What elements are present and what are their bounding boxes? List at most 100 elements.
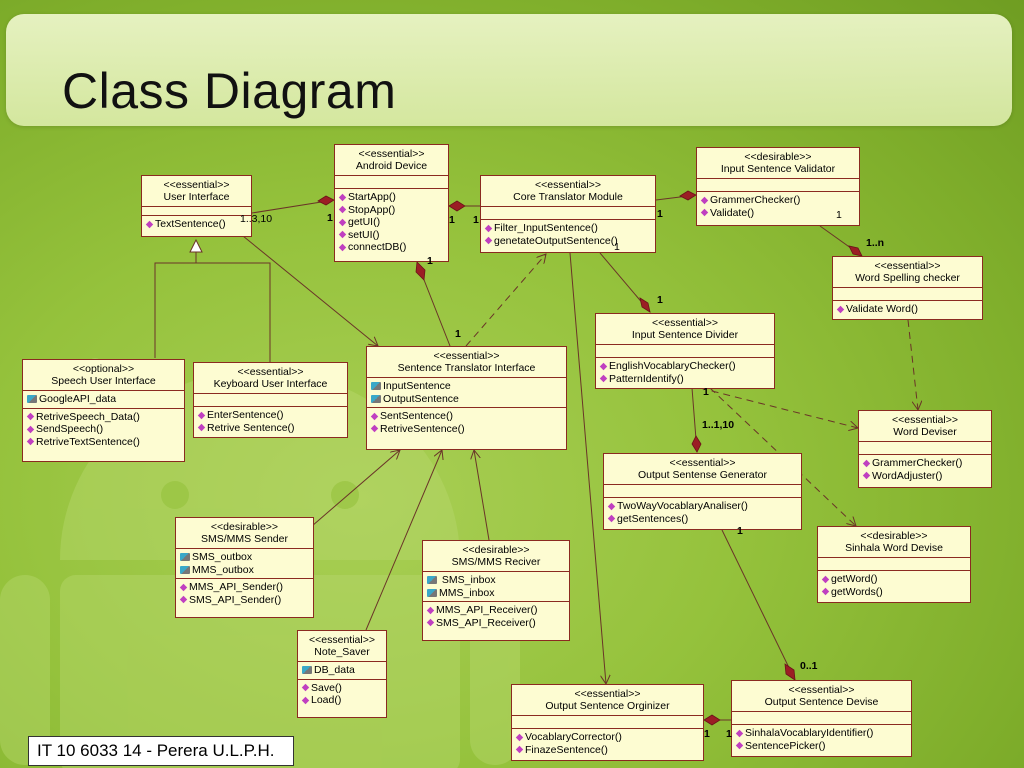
- attribute: MMS_inbox: [427, 587, 565, 600]
- method: EnterSentence(): [197, 409, 343, 422]
- link-notesaver-translator: [365, 450, 442, 631]
- method-icon: [26, 413, 35, 421]
- method: SendSpeech(): [26, 423, 180, 436]
- generalization-lines: [154, 262, 271, 362]
- attribute: SMS_inbox: [427, 574, 565, 587]
- link-generator-devise: [721, 529, 796, 681]
- methods-section: VocablaryCorrector() FinazeSentence(): [512, 729, 703, 758]
- link-sender-translator: [311, 450, 400, 527]
- multiplicity-label: 1: [704, 728, 710, 740]
- method-icon: [515, 746, 524, 754]
- method: Retrive Sentence(): [197, 422, 343, 435]
- multiplicity-label: 1: [703, 386, 709, 398]
- method: SentencePicker(): [735, 740, 907, 753]
- multiplicity-label: 1: [657, 294, 663, 306]
- class-word-spelling-checker[interactable]: <<essential>>Word Spelling checker Valid…: [832, 256, 983, 320]
- dep-divider-deviser: [699, 387, 858, 428]
- class-name: SMS/MMS Sender: [201, 533, 288, 545]
- method-icon: [426, 606, 435, 614]
- method: GrammerChecker(): [700, 194, 855, 207]
- method: WordAdjuster(): [862, 470, 987, 483]
- methods-section: MMS_API_Sender() SMS_API_Sender(): [176, 579, 313, 608]
- attributes-section: InputSentence OutputSentence: [367, 378, 566, 408]
- attributes-section: [596, 345, 774, 358]
- stereotype: <<optional>>: [72, 363, 135, 375]
- class-keyboard-user-interface[interactable]: <<essential>>Keyboard User Interface Ent…: [193, 362, 348, 438]
- method-icon: [338, 206, 347, 214]
- class-sms-mms-reciver[interactable]: <<desirable>>SMS/MMS Reciver SMS_inbox M…: [422, 540, 570, 641]
- class-name: Output Sentence Devise: [764, 696, 879, 708]
- method-icon: [301, 696, 310, 704]
- method-icon: [607, 502, 616, 510]
- method: SMS_API_Receiver(): [426, 617, 565, 630]
- method-icon: [338, 193, 347, 201]
- multiplicity-label: 1: [836, 209, 842, 221]
- stereotype: <<essential>>: [652, 317, 718, 329]
- methods-section: Save() Load(): [298, 680, 386, 709]
- attribute-icon: [371, 394, 381, 403]
- methods-section: SinhalaVocablaryIdentifier() SentencePic…: [732, 725, 911, 754]
- class-android-device[interactable]: <<essential>>Android Device StartApp() S…: [334, 144, 449, 262]
- stereotype: <<essential>>: [309, 634, 375, 646]
- class-input-sentence-divider[interactable]: <<essential>>Input Sentence Divider Engl…: [595, 313, 775, 389]
- attributes-section: DB_data: [298, 662, 386, 680]
- stereotype: <<essential>>: [788, 684, 855, 696]
- method-icon: [338, 243, 347, 251]
- attribute: SMS_outbox: [180, 551, 309, 564]
- attributes-section: [697, 179, 859, 192]
- attribute-icon: [427, 576, 437, 585]
- methods-section: TextSentence(): [142, 216, 251, 233]
- methods-section: TwoWayVocablaryAnaliser() getSentences(): [604, 498, 801, 527]
- class-name: SMS/MMS Reciver: [451, 556, 541, 568]
- method: getUI(): [338, 216, 444, 229]
- method: SentSentence(): [370, 410, 562, 423]
- footer-author: IT 10 6033 14 - Perera U.L.P.H.: [28, 736, 294, 766]
- stereotype: <<desirable>>: [462, 544, 530, 556]
- class-core-translator-module[interactable]: <<essential>>Core Translator Module Filt…: [480, 175, 656, 253]
- class-sms-mms-sender[interactable]: <<desirable>>SMS/MMS Sender SMS_outbox M…: [175, 517, 314, 618]
- method: TextSentence(): [145, 218, 247, 231]
- method-icon: [179, 583, 188, 591]
- method-icon: [484, 224, 493, 232]
- method: getSentences(): [607, 513, 797, 526]
- class-name: Sinhala Word Devise: [845, 542, 943, 554]
- class-sentence-translator-interface[interactable]: <<essential>>Sentence Translator Interfa…: [366, 346, 567, 450]
- stereotype: <<essential>>: [358, 148, 425, 160]
- stereotype: <<desirable>>: [860, 530, 928, 542]
- multiplicity-label: 1: [327, 212, 333, 224]
- method-icon: [599, 375, 608, 383]
- multiplicity-label: 1: [657, 208, 663, 220]
- class-name: User Interface: [163, 191, 230, 203]
- attributes-section: [194, 394, 347, 407]
- class-note-saver[interactable]: <<essential>>Note_Saver DB_data Save() L…: [297, 630, 387, 718]
- diamond-spelling: [848, 245, 863, 257]
- method-icon: [484, 237, 493, 245]
- method-icon: [862, 459, 871, 467]
- diamond-android-translator: [415, 261, 426, 281]
- class-speech-user-interface[interactable]: <<optional>>Speech User Interface Google…: [22, 359, 185, 462]
- multiplicity-label: 1..1,10: [702, 419, 735, 431]
- class-output-sentence-devise[interactable]: <<essential>>Output Sentence Devise Sinh…: [731, 680, 912, 757]
- multiplicity-label: 1: [455, 328, 461, 340]
- method-icon: [197, 411, 206, 419]
- method-icon: [607, 515, 616, 523]
- class-word-deviser[interactable]: <<essential>>Word Deviser GrammerChecker…: [858, 410, 992, 488]
- class-output-sentence-orginizer[interactable]: <<essential>>Output Sentence Orginizer V…: [511, 684, 704, 761]
- class-name: Input Sentence Divider: [631, 329, 739, 341]
- diamond-devise: [784, 663, 796, 681]
- method: VocablaryCorrector(): [515, 731, 699, 744]
- methods-section: Filter_InputSentence() genetateOutputSen…: [481, 220, 655, 249]
- method-icon: [426, 619, 435, 627]
- methods-section: EnglishVocablaryChecker() PatternIdentif…: [596, 358, 774, 387]
- class-name: Word Deviser: [893, 426, 957, 438]
- attributes-section: [732, 712, 911, 725]
- class-user-interface[interactable]: <<essential>>User Interface TextSentence…: [141, 175, 252, 237]
- diamond-validator: [679, 190, 697, 201]
- class-sinhala-word-devise[interactable]: <<desirable>>Sinhala Word Devise getWord…: [817, 526, 971, 603]
- class-name: Sentence Translator Interface: [397, 362, 536, 374]
- methods-section: GrammerChecker() Validate(): [697, 192, 859, 221]
- class-output-sentense-generator[interactable]: <<essential>>Output Sentense Generator T…: [603, 453, 802, 530]
- class-input-sentence-validator[interactable]: <<desirable>>Input Sentence Validator Gr…: [696, 147, 860, 226]
- class-name: Word Spelling checker: [855, 272, 960, 284]
